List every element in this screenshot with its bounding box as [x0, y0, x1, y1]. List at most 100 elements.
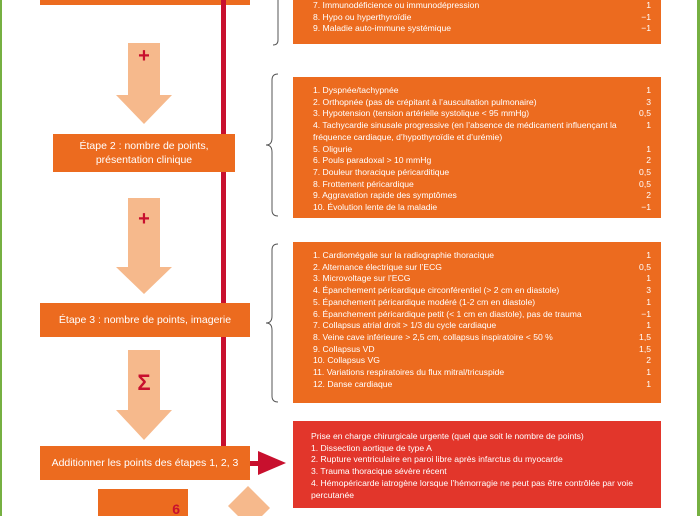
clinical-criterion-points: 1: [646, 85, 651, 95]
clinical-criterion-text: 8. Frottement péricardique: [313, 178, 414, 189]
imaging-criterion-points: −1: [641, 308, 651, 319]
brace-imaging: [265, 243, 279, 403]
clinical-criterion-points: 0,5: [639, 178, 651, 189]
clinical-criterion-points: 1: [646, 120, 651, 131]
step3-box: Étape 3 : nombre de points, imagerie: [40, 303, 250, 337]
imaging-criterion-text: 2. Alternance électrique sur l’ECG: [313, 261, 442, 272]
down-arrow-bottom-right: [228, 486, 270, 516]
clinical-criterion-text: 6. Pouls paradoxal > 10 mmHg: [313, 155, 432, 166]
imaging-criterion: 3. Microvoltage sur l’ECG 1: [313, 273, 651, 285]
top-criterion-text: 7. Immunodéficience ou immunodépression: [313, 0, 480, 10]
frame-border-right: [697, 0, 700, 516]
clinical-criterion-text: 7. Douleur thoracique péricarditique: [313, 166, 450, 177]
clinical-criterion-points: 0,5: [639, 108, 651, 119]
imaging-criterion-points: 1: [646, 367, 651, 378]
imaging-criterion-text: 9. Collapsus VD: [313, 343, 375, 354]
imaging-criterion-text: 3. Microvoltage sur l’ECG: [313, 273, 411, 284]
clinical-criterion-text: 4. Tachycardie sinusale progressive (en …: [313, 120, 617, 142]
imaging-criteria-panel: 1. Cardiomégalie sur la radiographie tho…: [293, 242, 661, 403]
imaging-criterion-points: 1: [646, 320, 651, 331]
clinical-criterion-text: 1. Dyspnée/tachypnée: [313, 85, 399, 95]
clinical-criterion: 7. Douleur thoracique péricarditique 0,5: [313, 167, 651, 179]
clinical-criterion-points: 0,5: [639, 166, 651, 177]
sum-step-label: Additionner les points des étapes 1, 2, …: [51, 457, 239, 469]
plus-symbol-2: +: [138, 208, 150, 230]
imaging-criterion-points: 1: [646, 378, 651, 389]
step1-box-partial: [40, 0, 250, 5]
imaging-criterion-text: 11. Variations respiratoires du flux mit…: [313, 367, 505, 378]
plus-symbol-1: +: [138, 45, 150, 67]
imaging-criterion: 8. Veine cave inférieure > 2,5 cm, colla…: [313, 332, 651, 344]
imaging-criterion-points: 1,5: [639, 331, 651, 342]
clinical-criterion-text: 10. Évolution lente de la maladie: [313, 202, 438, 213]
sum-step-box: Additionner les points des étapes 1, 2, …: [40, 446, 250, 480]
clinical-criterion: 10. Évolution lente de la maladie −1: [313, 202, 651, 214]
red-arrow-head: [258, 451, 286, 475]
step3-label: Étape 3 : nombre de points, imagerie: [58, 314, 232, 326]
clinical-criterion-points: 2: [646, 155, 651, 166]
vertical-connector-line: [221, 0, 226, 446]
imaging-criterion-points: 0,5: [639, 261, 651, 272]
imaging-criterion-points: 2: [646, 355, 651, 366]
imaging-criterion: 7. Collapsus atrial droit > 1/3 du cycle…: [313, 320, 651, 332]
clinical-criterion-text: 3. Hypotension (tension artérielle systo…: [313, 108, 530, 119]
down-arrow-3: [116, 350, 172, 440]
top-criterion-points: −1: [641, 23, 651, 34]
imaging-criterion: 9. Collapsus VD 1,5: [313, 344, 651, 356]
down-arrow-2: [116, 198, 172, 294]
clinical-criterion: 3. Hypotension (tension artérielle systo…: [313, 108, 651, 120]
clinical-criterion-points: 3: [646, 96, 651, 107]
bottom-step-label: 6: [172, 501, 180, 517]
surgery-item: 1. Dissection aortique de type A: [311, 442, 432, 453]
imaging-criterion-text: 8. Veine cave inférieure > 2,5 cm, colla…: [313, 331, 553, 342]
imaging-criterion-text: 5. Épanchement péricardique modéré (1-2 …: [313, 296, 536, 307]
clinical-criterion-points: −1: [641, 202, 651, 213]
clinical-criteria-list: 1. Dyspnée/tachypnée 1 2. Orthopnée (pas d…: [313, 85, 651, 214]
clinical-criterion: 4. Tachycardie sinusale progressive (en …: [313, 120, 651, 143]
surgery-item: 4. Hémopéricarde iatrogène lorsque l’hém…: [311, 477, 633, 500]
surgery-item: 2. Rupture ventriculaire en paroi libre …: [311, 454, 563, 465]
step2-label: Étape 2 : nombre de points, présentation…: [79, 140, 209, 166]
top-criterion-text: 8. Hypo ou hyperthyroïdie: [313, 11, 412, 22]
surgery-item: 3. Trauma thoracique sévère récent: [311, 466, 447, 477]
imaging-criterion: 6. Épanchement péricardique petit (< 1 c…: [313, 309, 651, 321]
imaging-criterion-text: 7. Collapsus atrial droit > 1/3 du cycle…: [313, 320, 497, 331]
imaging-criterion: 5. Épanchement péricardique modéré (1-2 …: [313, 297, 651, 309]
clinical-criterion-text: 5. Oligurie: [313, 143, 353, 154]
imaging-criterion: 11. Variations respiratoires du flux mit…: [313, 367, 651, 379]
brace-top: [272, 0, 279, 46]
bottom-step-box: 6: [98, 489, 188, 516]
clinical-criterion: 1. Dyspnée/tachypnée 1: [313, 85, 651, 97]
clinical-criterion-text: 9. Aggravation rapide des symptômes: [313, 190, 457, 201]
down-arrow-1: [116, 43, 172, 124]
clinical-criterion-points: 1: [646, 143, 651, 154]
imaging-criterion-text: 10. Collapsus VG: [313, 355, 380, 366]
clinical-criterion: 2. Orthopnée (pas de crépitant à l’auscu…: [313, 97, 651, 109]
imaging-criterion: 2. Alternance électrique sur l’ECG 0,5: [313, 262, 651, 274]
imaging-criterion: 1. Cardiomégalie sur la radiographie tho…: [313, 250, 651, 262]
imaging-criterion-text: 1. Cardiomégalie sur la radiographie tho…: [313, 250, 495, 260]
clinical-criterion: 5. Oligurie 1: [313, 144, 651, 156]
frame-border-left: [0, 0, 2, 516]
top-criterion: 9. Maladie auto-immune systémique −1: [313, 23, 651, 35]
clinical-criterion-text: 2. Orthopnée (pas de crépitant à l’auscu…: [313, 96, 537, 107]
imaging-criterion-text: 6. Épanchement péricardique petit (< 1 c…: [313, 308, 582, 319]
imaging-criterion-points: 1,5: [639, 343, 651, 354]
imaging-criterion: 4. Épanchement péricardique circonférent…: [313, 285, 651, 297]
top-criterion-text: 9. Maladie auto-immune systémique: [313, 23, 452, 34]
clinical-criterion: 6. Pouls paradoxal > 10 mmHg 2: [313, 155, 651, 167]
top-criterion: 8. Hypo ou hyperthyroïdie−1: [313, 12, 651, 24]
surgery-panel-title: Prise en charge chirurgicale urgente (qu…: [311, 431, 584, 441]
imaging-criterion-points: 1: [646, 296, 651, 307]
clinical-criterion: 8. Frottement péricardique 0,5: [313, 179, 651, 191]
imaging-criterion-points: 1: [646, 273, 651, 284]
imaging-criterion-text: 4. Épanchement péricardique circonférent…: [313, 285, 560, 296]
imaging-criteria-list: 1. Cardiomégalie sur la radiographie tho…: [313, 250, 651, 390]
clinical-criteria-panel: 1. Dyspnée/tachypnée 1 2. Orthopnée (pas d…: [293, 77, 661, 218]
imaging-criterion-points: 3: [646, 285, 651, 296]
